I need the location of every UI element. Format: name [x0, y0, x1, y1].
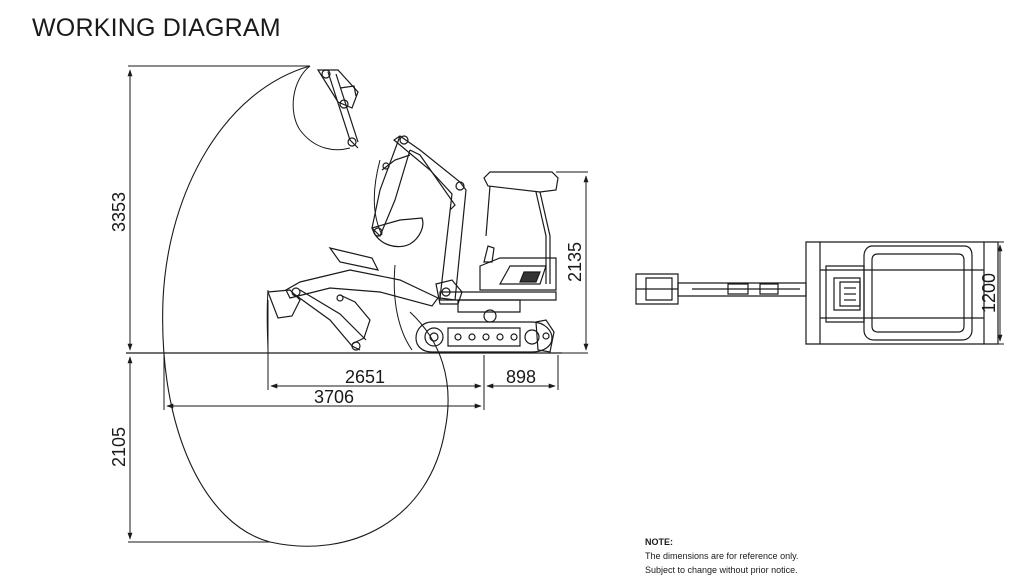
note-line-1: The dimensions are for reference only. — [645, 551, 799, 561]
dim-label-1200: 1200 — [979, 273, 999, 313]
top-bucket-plan — [635, 273, 679, 305]
note-line-2: Subject to change without prior notice. — [645, 565, 798, 575]
extended-boom — [267, 247, 439, 351]
side-dimensions — [127, 65, 589, 543]
dim-label-2135: 2135 — [565, 242, 585, 282]
bucket-arc-mid — [373, 159, 383, 236]
canopy-roof — [483, 171, 559, 193]
track — [415, 321, 553, 353]
top-view — [635, 241, 999, 345]
dim-label-3353: 3353 — [109, 192, 129, 232]
digging-envelope — [162, 65, 449, 547]
dim-label-3706: 3706 — [314, 387, 354, 407]
bucket-arc-top — [292, 65, 351, 151]
top-track-left — [805, 241, 821, 345]
dozer-blade — [535, 319, 555, 353]
excavator-body — [435, 171, 559, 323]
top-canopy — [863, 245, 973, 341]
top-dimensions — [972, 241, 1004, 345]
dim-label-898: 898 — [506, 367, 536, 387]
note-block: NOTE: The dimensions are for reference o… — [645, 535, 798, 577]
side-view — [126, 65, 562, 547]
note-heading: NOTE: — [645, 537, 673, 547]
dim-label-2651: 2651 — [345, 367, 385, 387]
dim-label-2105: 2105 — [109, 427, 129, 467]
top-bucket — [316, 69, 359, 149]
bucket-arc-lower — [393, 264, 413, 351]
raised-boom — [371, 135, 467, 301]
page-title: WORKING DIAGRAM — [32, 14, 281, 42]
